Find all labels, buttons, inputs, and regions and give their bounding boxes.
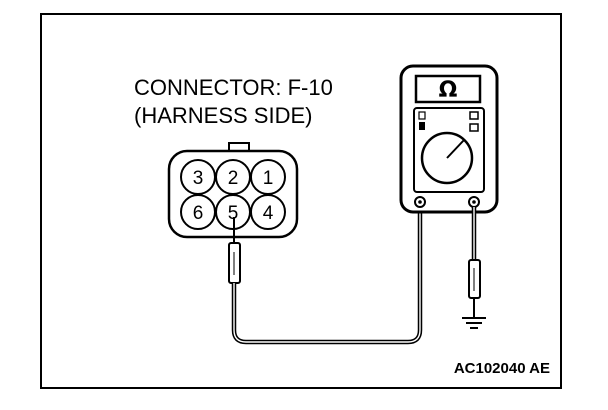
diagram-frame	[40, 13, 562, 389]
connector-f10: 3 2 1 6 5 4	[167, 142, 299, 239]
pin-4	[250, 194, 286, 230]
connector-label: CONNECTOR: F-10	[134, 75, 333, 100]
ground-icon	[462, 317, 486, 329]
harness-side-label: (HARNESS SIDE)	[134, 103, 313, 128]
ohmmeter-icon: Ω	[399, 64, 499, 214]
ground-probe	[468, 259, 481, 318]
pin-label: 4	[263, 203, 274, 224]
figure-reference-code: AC102040 AE	[453, 360, 550, 377]
pin-label: 1	[263, 168, 274, 189]
ohm-symbol: Ω	[439, 78, 458, 103]
pin-label: 6	[193, 203, 204, 224]
test-probe-icon	[228, 217, 241, 284]
pin-label: 3	[193, 168, 204, 189]
pin-label: 2	[228, 168, 239, 189]
pin-label: 5	[228, 203, 239, 224]
meter-display	[414, 74, 482, 104]
